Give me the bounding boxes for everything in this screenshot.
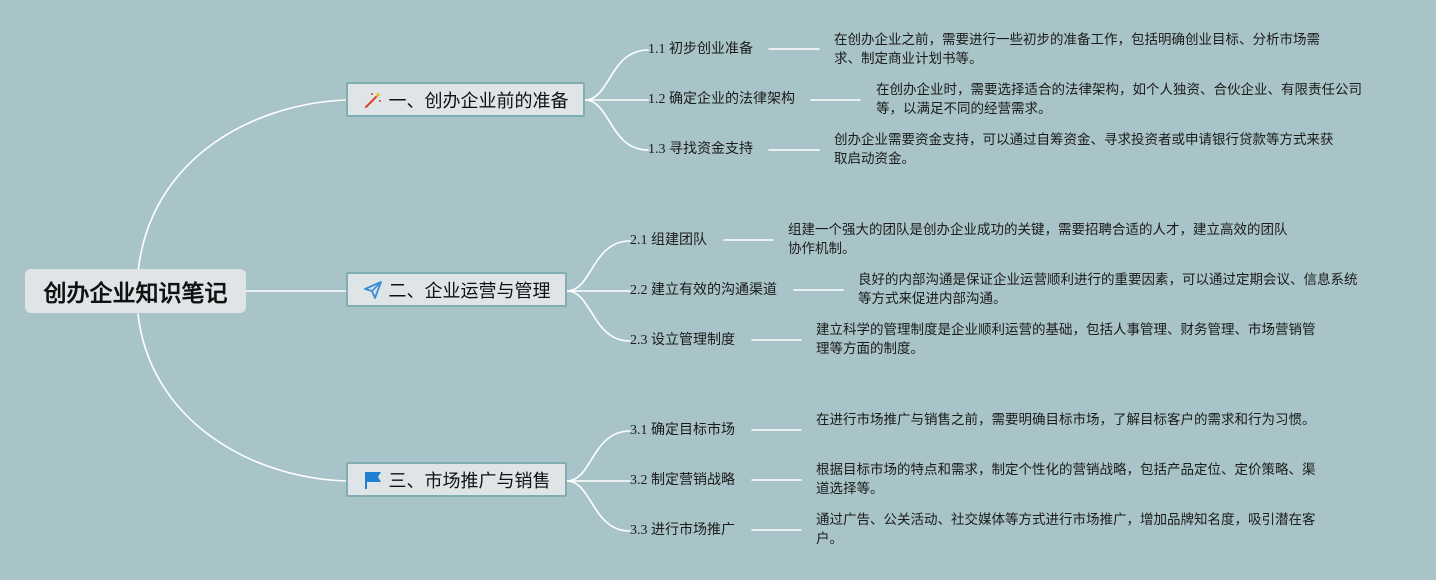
sub-topic-1-2[interactable]: 1.2 确定企业的法律架构 [648, 92, 795, 107]
link-b3-sub-3 [566, 480, 631, 532]
root-node[interactable]: 创办企业知识笔记 [25, 269, 246, 313]
sub-topic-3-3-description: 通过广告、公关活动、社交媒体等方式进行市场推广，增加品牌知名度，吸引潜在客户。 [816, 512, 1316, 547]
sub-topic-3-2-description: 根据目标市场的特点和需求，制定个性化的营销战略，包括产品定位、定价策略、渠道选择… [816, 462, 1316, 497]
link-b1-sub-3 [584, 99, 649, 151]
link-b1-sub-1 [584, 49, 649, 101]
sub-topic-1-3-description: 创办企业需要资金支持，可以通过自筹资金、寻求投资者或申请银行贷款等方式来获取启动… [834, 132, 1334, 167]
branch-node-marketing[interactable]: 三、市场推广与销售 [346, 462, 567, 497]
sub-topic-3-1-description: 在进行市场推广与销售之前，需要明确目标市场，了解目标客户的需求和行为习惯。 [816, 412, 1316, 428]
sub-topic-3-1[interactable]: 3.1 确定目标市场 [630, 423, 735, 438]
magic-wand-icon [363, 90, 383, 110]
branch-label: 一、创办企业前的准备 [388, 90, 569, 112]
sub-topic-2-1-description: 组建一个强大的团队是创办企业成功的关键，需要招聘合适的人才，建立高效的团队协作机… [788, 222, 1288, 257]
flag-icon [363, 470, 383, 490]
sub-topic-1-2-description: 在创办企业时，需要选择适合的法律架构，如个人独资、合伙企业、有限责任公司等，以满… [876, 82, 1362, 117]
branch-node-operations[interactable]: 二、企业运营与管理 [346, 272, 567, 307]
root-title: 创办企业知识笔记 [43, 281, 228, 307]
branch-label: 三、市场推广与销售 [388, 470, 551, 492]
sub-topic-2-3[interactable]: 2.3 设立管理制度 [630, 333, 735, 348]
sub-topic-1-1[interactable]: 1.1 初步创业准备 [648, 42, 753, 57]
link-b2-sub-3 [566, 290, 631, 342]
link-root-branch-1 [137, 99, 347, 273]
sub-topic-2-2[interactable]: 2.2 建立有效的沟通渠道 [630, 283, 777, 298]
sub-topic-2-1[interactable]: 2.1 组建团队 [630, 233, 707, 248]
branch-label: 二、企业运营与管理 [388, 280, 551, 302]
sub-topic-1-3[interactable]: 1.3 寻找资金支持 [648, 142, 753, 157]
sub-topic-2-2-description: 良好的内部沟通是保证企业运营顺利进行的重要因素，可以通过定期会议、信息系统等方式… [858, 272, 1358, 307]
sub-topic-3-2[interactable]: 3.2 制定营销战略 [630, 473, 735, 488]
sub-topic-1-1-description: 在创办企业之前，需要进行一些初步的准备工作，包括明确创业目标、分析市场需求、制定… [834, 32, 1320, 67]
sub-topic-2-3-description: 建立科学的管理制度是企业顺利运营的基础，包括人事管理、财务管理、市场营销管理等方… [816, 322, 1316, 357]
branch-node-preparation[interactable]: 一、创办企业前的准备 [346, 82, 585, 117]
link-root-branch-3 [137, 313, 347, 482]
paper-plane-icon [363, 280, 383, 300]
link-b2-sub-1 [566, 240, 631, 292]
link-b3-sub-1 [566, 430, 631, 482]
sub-topic-3-3[interactable]: 3.3 进行市场推广 [630, 523, 735, 538]
